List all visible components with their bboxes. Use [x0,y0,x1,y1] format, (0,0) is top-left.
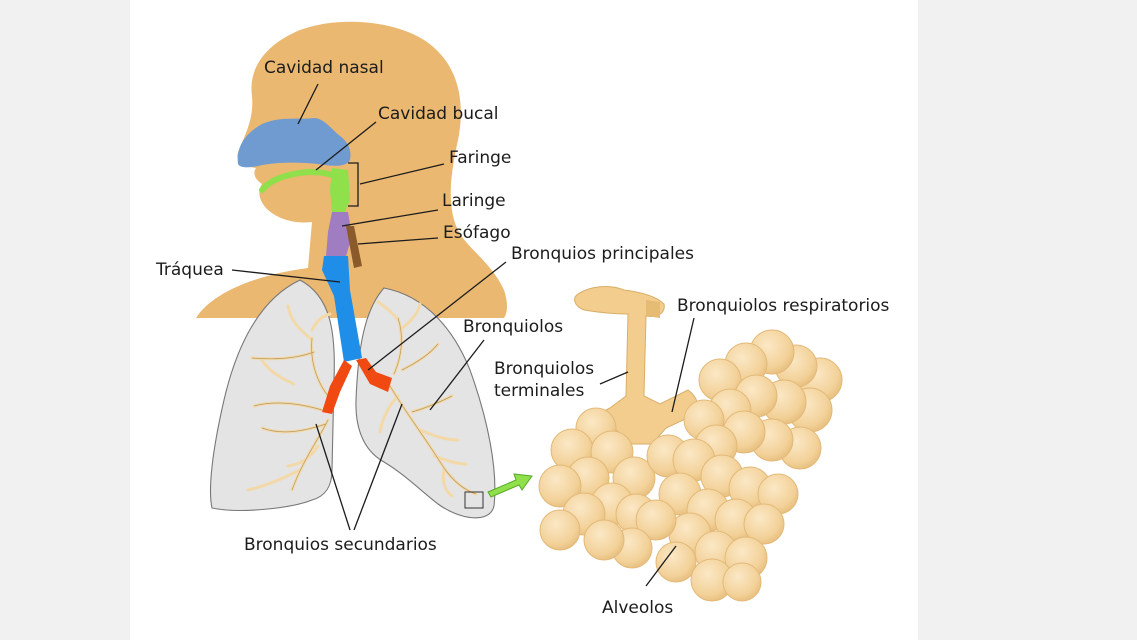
leader-oral-cavity [315,121,377,171]
label-alveoli: Alveolos [602,598,673,618]
bronchial-tree-right-outline [389,317,477,495]
label-bronchioles: Bronquiolos [463,317,563,337]
leader-alveoli [645,545,677,587]
leader-terminal-bronchioles [599,371,629,385]
larynx [326,212,352,256]
label-larynx: Laringe [442,191,506,211]
bronchial-tree-left-outline [251,337,329,491]
leader-main-bronchi [367,261,507,371]
leader-esophagus [357,237,439,245]
leader-larynx [341,209,439,227]
alveolus [539,509,581,551]
label-oral-cavity: Cavidad bucal [378,104,499,124]
label-nasal-cavity: Cavidad nasal [264,58,384,78]
esophagus [346,226,362,268]
main-bronchus-right [356,358,392,392]
label-esophagus: Esófago [443,223,511,243]
alveolus [583,519,625,561]
alveolus [635,499,677,541]
detail-box [464,491,484,509]
label-trachea: Tráquea [155,260,224,280]
label-main-bronchi: Bronquios principales [511,244,694,264]
magnify-arrow [487,473,533,498]
leader-secondary-bronchi-left [315,423,351,531]
body-silhouette [196,21,507,318]
leader-lines [231,83,695,587]
label-terminal-bronchioles-line1: Bronquiolos [494,359,594,379]
main-bronchus-left [322,360,352,414]
label-pharynx: Faringe [449,148,511,168]
alveoli-cluster [538,329,843,602]
leader-nasal-cavity [297,83,319,125]
right-lung [355,287,496,519]
alveolus [538,464,582,508]
left-lung [209,279,335,511]
alveolus [743,503,785,545]
pharynx [330,168,350,214]
leader-trachea [231,269,341,283]
leader-respiratory-bronchioles [671,317,695,413]
alveolus [722,562,762,602]
pharynx-bracket [348,162,359,207]
leader-pharynx [359,163,445,185]
label-terminal-bronchioles-line2: terminales [494,381,584,401]
leader-bronchioles [429,339,485,411]
label-respiratory-bronchioles: Bronquiolos respiratorios [677,296,890,316]
alveolus [655,541,697,583]
nasal-cavity [237,118,351,168]
leader-secondary-bronchi-right [353,403,403,531]
label-secondary-bronchi: Bronquios secundarios [244,535,437,555]
trachea [322,256,362,362]
